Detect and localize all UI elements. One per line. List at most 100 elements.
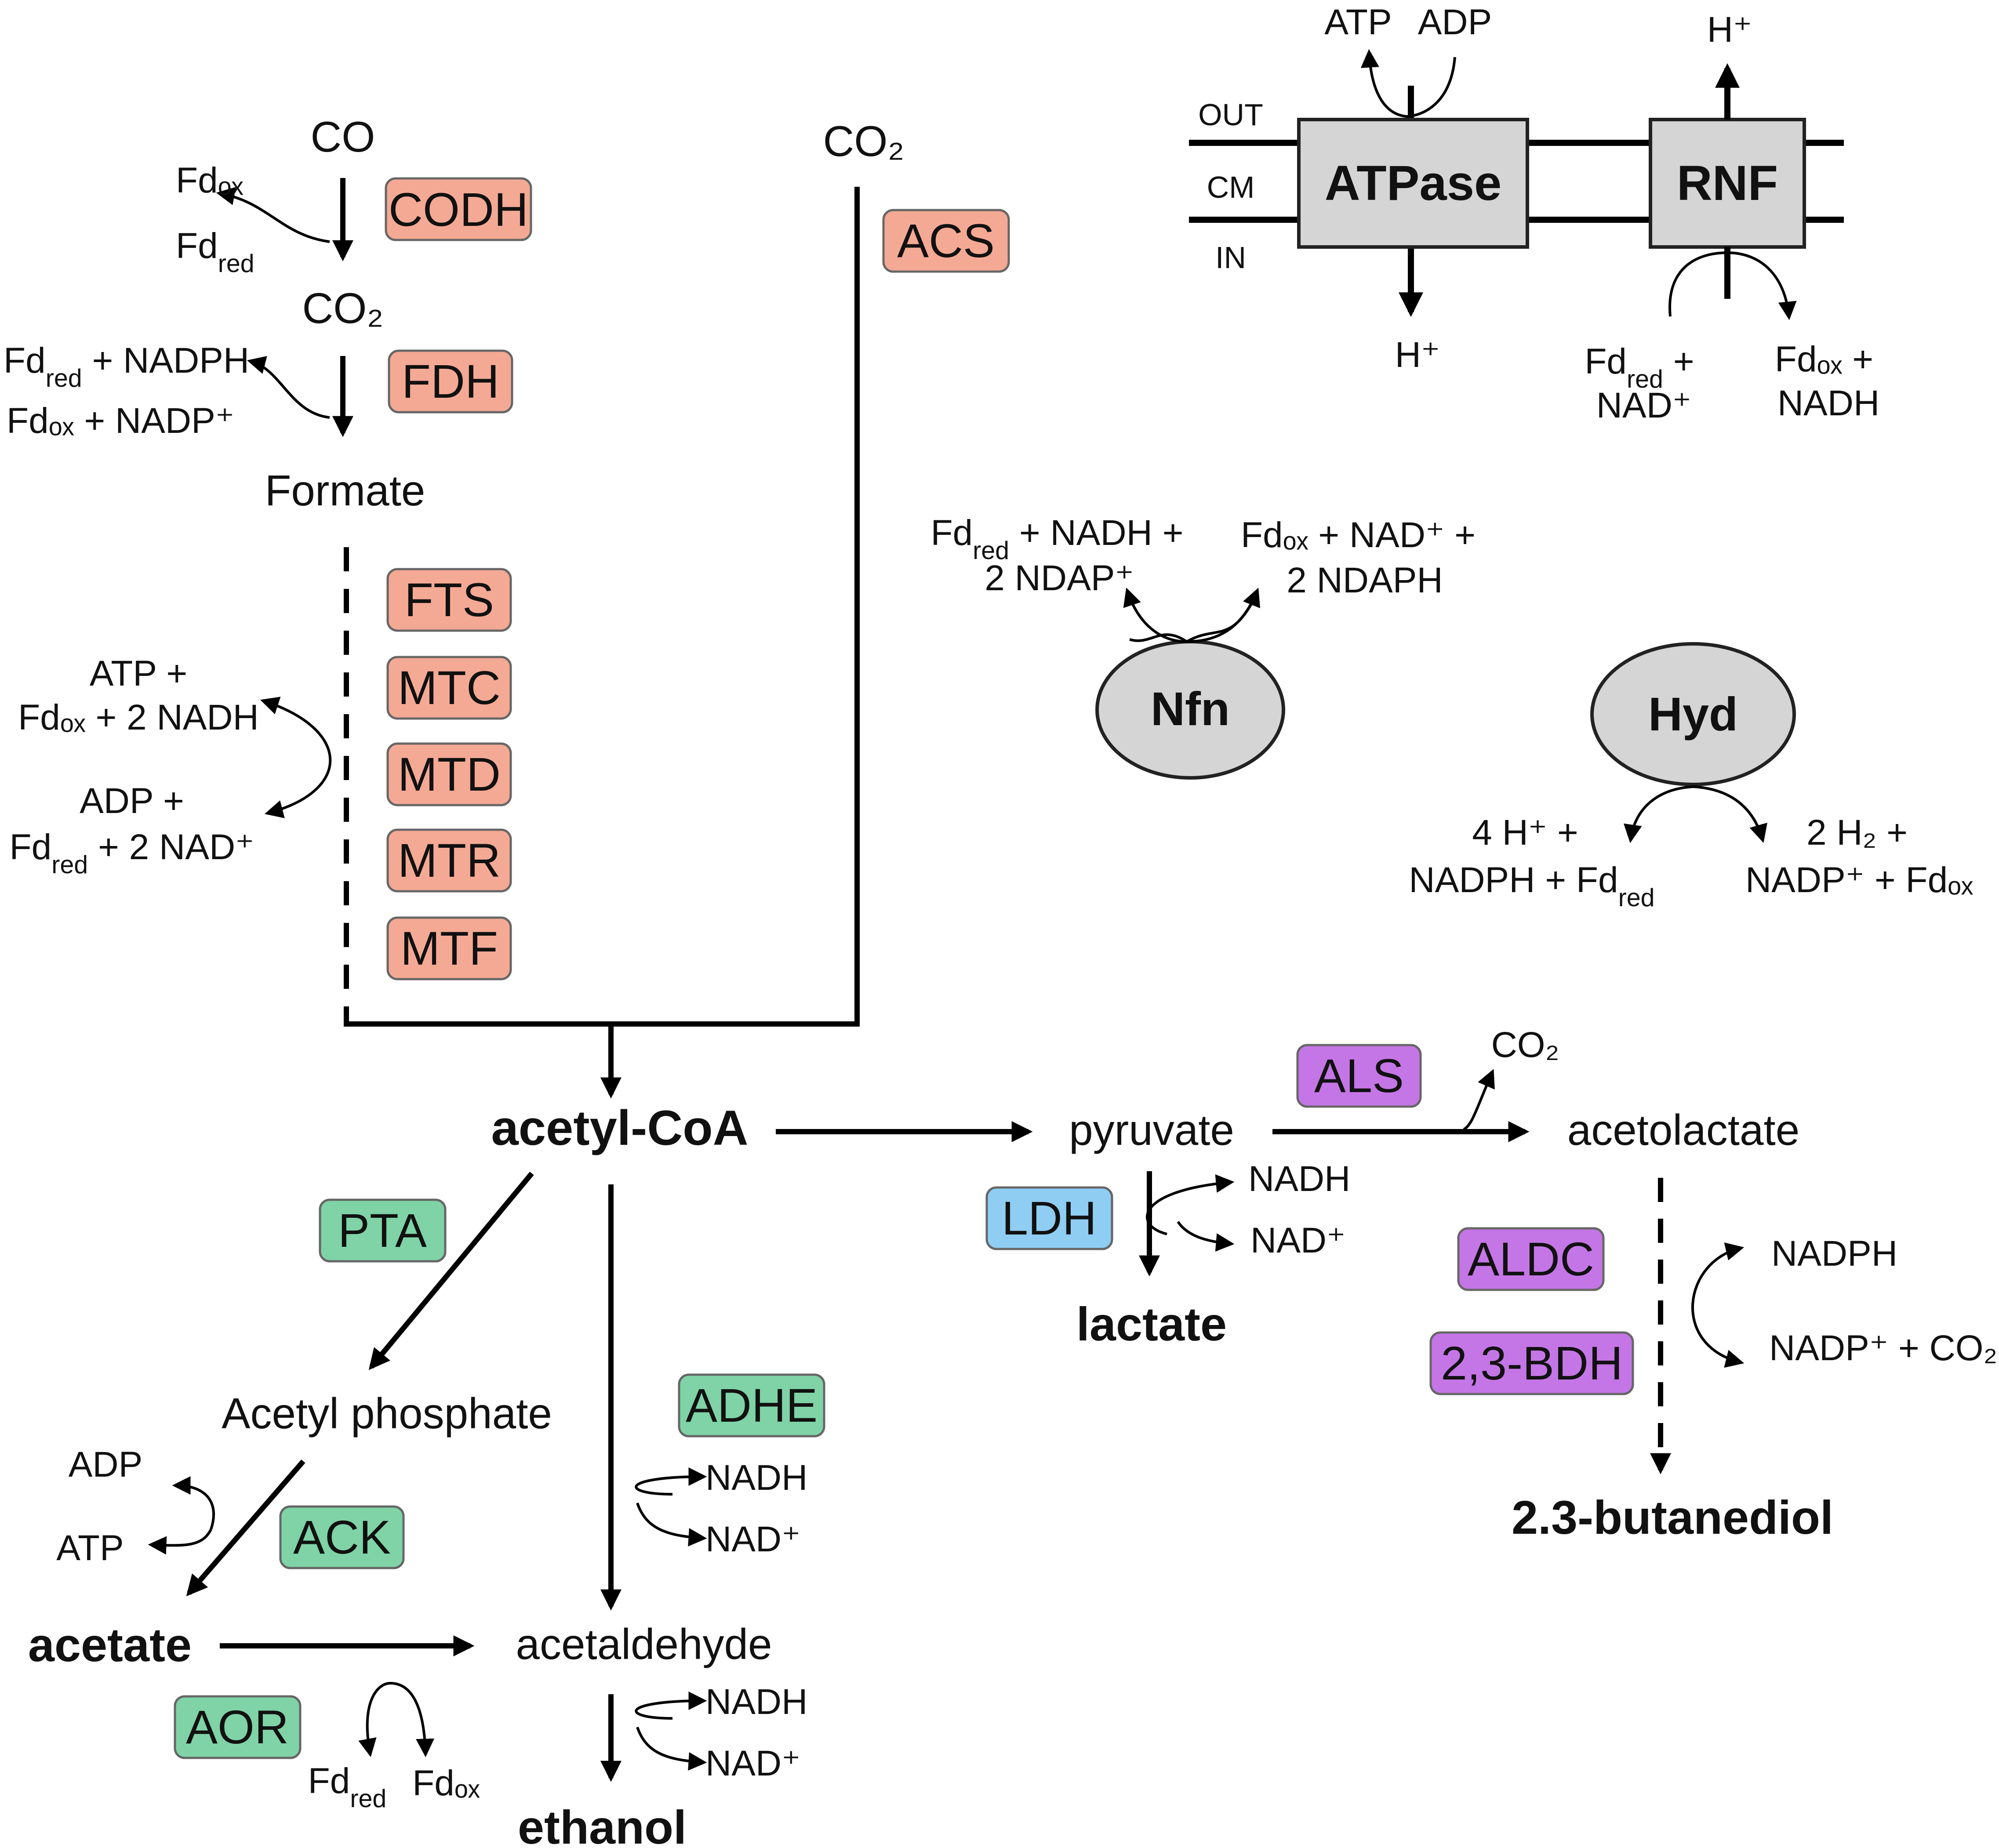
codh-fdred-label: Fdred bbox=[176, 226, 254, 278]
adhe-enzyme-label: ADHE bbox=[686, 1379, 818, 1432]
pyruvate-label: pyruvate bbox=[1069, 1106, 1234, 1154]
ldh-cofactor-arc-top bbox=[1146, 1174, 1235, 1235]
eth-nad-label: NAD⁺ bbox=[705, 1743, 800, 1783]
nfn-in-line1: Fdred + NADH + bbox=[930, 513, 1183, 565]
codh-enzyme-label: CODH bbox=[389, 183, 528, 236]
als-co2-label: CO₂ bbox=[1491, 1025, 1559, 1065]
atpase-atp-label: ATP bbox=[1324, 2, 1392, 42]
rnf-out-line1: Fdₒₓ + bbox=[1775, 339, 1873, 379]
acetolactate-label: acetolactate bbox=[1567, 1106, 1799, 1154]
hyd-label: Hyd bbox=[1648, 687, 1738, 741]
acetyl-coa-label: acetyl-CoA bbox=[491, 1100, 748, 1155]
mtr-enzyme-label: MTR bbox=[398, 834, 501, 887]
codh-cofactor-arc bbox=[216, 187, 330, 243]
acetyl-phosphate-label: Acetyl phosphate bbox=[222, 1389, 552, 1438]
wl-cofactor-arc bbox=[260, 697, 332, 818]
als-enzyme-label: ALS bbox=[1314, 1049, 1404, 1102]
co2-acs-label: CO₂ bbox=[823, 117, 904, 165]
fdh-in-label: Fdred + NADPH bbox=[4, 341, 249, 392]
adhe-nadh-label: NADH bbox=[705, 1458, 807, 1498]
rnf-out-line2: NADH bbox=[1777, 383, 1879, 423]
ack-enzyme-box bbox=[279, 1505, 405, 1569]
adhe-nad-arc bbox=[636, 1503, 707, 1547]
als-enzyme-box bbox=[1296, 1044, 1422, 1108]
hyd-out-line2: NADP⁺ + Fdₒₓ bbox=[1745, 860, 1973, 900]
fdh-enzyme-box bbox=[388, 349, 513, 414]
ack-adp-arc bbox=[172, 1476, 215, 1530]
codh-fdox-label: Fdₒₓ bbox=[176, 160, 244, 200]
lactate-label: lactate bbox=[1076, 1297, 1227, 1351]
atpase-label: ATPase bbox=[1325, 156, 1502, 211]
wl-out-line1: ADP + bbox=[80, 781, 184, 821]
acetaldehyde-label: acetaldehyde bbox=[516, 1620, 772, 1668]
mtc-enzyme-box bbox=[386, 656, 512, 720]
rnf-in-line2: NAD⁺ bbox=[1596, 385, 1691, 425]
mtd-enzyme-box bbox=[386, 742, 512, 806]
nfn-out-line1: Fdₒₓ + NAD⁺ + bbox=[1241, 515, 1476, 555]
rnf-complex bbox=[1649, 118, 1806, 249]
eth-nadh-arc bbox=[635, 1692, 707, 1720]
mtf-enzyme-label: MTF bbox=[400, 922, 498, 975]
adhe-enzyme-box bbox=[678, 1373, 825, 1438]
hyd-complex bbox=[1590, 642, 1796, 786]
aldc-enzyme-box bbox=[1457, 1227, 1605, 1291]
bdo-cofactor-arc bbox=[1691, 1242, 1745, 1368]
atpase-adp-label: ADP bbox=[1418, 2, 1492, 42]
ldh-enzyme-box bbox=[985, 1186, 1113, 1250]
nfn-label: Nfn bbox=[1151, 682, 1230, 735]
ldh-nad-label: NAD⁺ bbox=[1250, 1220, 1345, 1260]
membrane-cm-label: CM bbox=[1207, 170, 1255, 204]
acetylphosphate-to-acetate-arrow bbox=[186, 1460, 305, 1597]
pta-enzyme-box bbox=[319, 1198, 447, 1263]
adhe-nad-label: NAD⁺ bbox=[705, 1519, 800, 1559]
ldh-cofactor-arc-bottom bbox=[1177, 1221, 1235, 1252]
adhe-nadh-arc bbox=[635, 1467, 707, 1496]
mtc-enzyme-label: MTC bbox=[398, 661, 501, 714]
wl-in-line2: Fdₒₓ + 2 NADH bbox=[18, 697, 259, 737]
acetylcoa-to-acetylphosphate-arrow bbox=[368, 1172, 534, 1370]
ldh-enzyme-label: LDH bbox=[1002, 1191, 1097, 1245]
co-label: CO bbox=[311, 113, 375, 161]
nfn-left-arc bbox=[1123, 588, 1187, 643]
als-co2-arc bbox=[1463, 1069, 1495, 1131]
aor-enzyme-box bbox=[174, 1695, 302, 1759]
nfn-arc-base bbox=[1129, 592, 1258, 643]
acs-enzyme-label: ACS bbox=[897, 214, 995, 267]
atpase-h-label: H⁺ bbox=[1395, 335, 1440, 375]
bdo-nadp-co2-label: NADP⁺ + CO₂ bbox=[1769, 1328, 1997, 1368]
rnf-cofactor-arc bbox=[1668, 251, 1797, 320]
rnf-h-label: H⁺ bbox=[1707, 10, 1752, 50]
aldc-enzyme-label: ALDC bbox=[1468, 1232, 1594, 1285]
butanediol-label: 2.3-butanediol bbox=[1512, 1491, 1833, 1544]
mtf-enzyme-box bbox=[386, 916, 512, 980]
ack-atp-arc bbox=[148, 1529, 212, 1555]
bdh-enzyme-box bbox=[1429, 1331, 1634, 1395]
formate-label: Formate bbox=[265, 466, 425, 515]
pta-enzyme-label: PTA bbox=[338, 1204, 427, 1257]
codh-enzyme-box bbox=[385, 177, 532, 241]
nfn-in-line2: 2 NDAP⁺ bbox=[985, 558, 1134, 598]
rnf-label: RNF bbox=[1677, 156, 1778, 211]
fdh-out-label: Fdₒₓ + NADP⁺ bbox=[7, 401, 234, 441]
mtr-enzyme-box bbox=[386, 828, 512, 893]
bdh-enzyme-label: 2,3-BDH bbox=[1441, 1336, 1623, 1390]
fts-enzyme-label: FTS bbox=[404, 573, 494, 626]
aor-fdred-label: Fdred bbox=[308, 1761, 387, 1813]
hyd-in-line2: NADPH + Fdred bbox=[1409, 860, 1654, 912]
ack-atp-label: ATP bbox=[56, 1528, 124, 1568]
atpase-atp-arc bbox=[1360, 49, 1456, 118]
eth-nadh-label: NADH bbox=[705, 1682, 807, 1722]
aor-fdox-label: Fdₒₓ bbox=[412, 1763, 480, 1803]
wl-out-line2: Fdred + 2 NAD⁺ bbox=[10, 827, 254, 879]
ack-enzyme-label: ACK bbox=[293, 1510, 391, 1564]
aor-enzyme-label: AOR bbox=[186, 1700, 289, 1754]
ldh-nadh-label: NADH bbox=[1248, 1159, 1350, 1199]
mtd-enzyme-label: MTD bbox=[398, 748, 501, 801]
fts-enzyme-box bbox=[386, 568, 512, 632]
membrane-in-label: IN bbox=[1215, 240, 1246, 275]
wl-in-line1: ATP + bbox=[90, 654, 188, 693]
atpase-complex bbox=[1297, 118, 1529, 249]
co2-codh-label: CO₂ bbox=[302, 284, 383, 332]
eth-nad-arc bbox=[636, 1727, 707, 1771]
